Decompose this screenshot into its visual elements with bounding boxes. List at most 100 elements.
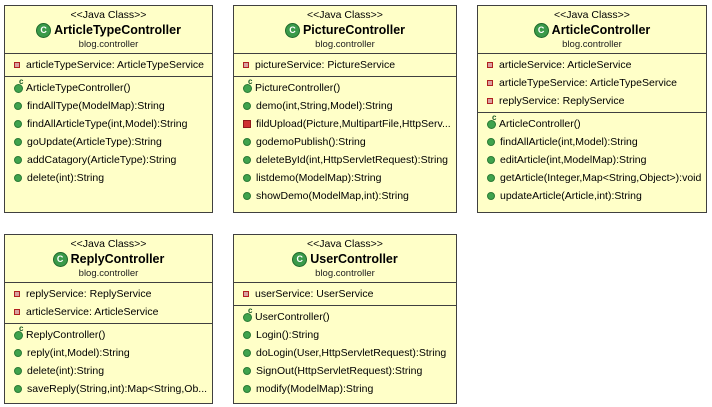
public-method-icon: [14, 349, 22, 358]
method-row[interactable]: doLogin(User,HttpServletRequest):String: [234, 344, 456, 362]
class-name[interactable]: ArticleController: [551, 23, 651, 37]
stereotype-label: <<Java Class>>: [307, 9, 383, 21]
method-row[interactable]: showDemo(ModelMap,int):String: [234, 187, 456, 205]
method-label: findAllArticleType(int,Model):String: [27, 118, 188, 131]
constructor-icon: [487, 114, 496, 129]
private-field-icon: [487, 80, 493, 87]
constructor-label: UserController(): [255, 311, 330, 324]
constructor-row[interactable]: UserController(): [234, 307, 456, 326]
method-row[interactable]: delete(int):String: [5, 362, 212, 380]
method-label: saveReply(String,int):Map<String,Ob...: [27, 383, 208, 396]
method-label: deleteById(int,HttpServletRequest):Strin…: [256, 154, 449, 167]
methods-section: UserController() Login():String doLogin(Us…: [234, 306, 456, 400]
public-method-icon: [14, 138, 22, 147]
method-row[interactable]: modify(ModelMap):String: [234, 380, 456, 398]
method-label: getArticle(Integer,Map<String,Object>):v…: [500, 172, 702, 185]
method-label: editArticle(int,ModelMap):String: [500, 154, 647, 167]
field-row[interactable]: articleTypeService: ArticleTypeService: [478, 74, 706, 92]
class-icon: C: [533, 22, 549, 38]
private-field-icon: [14, 309, 20, 316]
package-label: blog.controller: [315, 268, 375, 279]
field-label: pictureService: PictureService: [255, 59, 396, 72]
public-method-icon: [243, 367, 251, 376]
method-row[interactable]: editArticle(int,ModelMap):String: [478, 151, 706, 169]
public-method-icon: [243, 192, 251, 201]
package-label: blog.controller: [78, 39, 139, 50]
class-name[interactable]: UserController: [310, 252, 398, 266]
method-row[interactable]: godemoPublish():String: [234, 133, 456, 151]
constructor-label: PictureController(): [255, 82, 341, 95]
method-row[interactable]: findAllType(ModelMap):String: [5, 97, 212, 115]
private-method-icon: [243, 120, 251, 129]
method-row[interactable]: goUpdate(ArticleType):String: [5, 133, 212, 151]
package-label: blog.controller: [315, 39, 375, 50]
constructor-row[interactable]: PictureController(): [234, 78, 456, 97]
method-row[interactable]: fildUpload(Picture,MultipartFile,HttpSer…: [234, 115, 456, 133]
stereotype-label: <<Java Class>>: [70, 9, 147, 21]
field-row[interactable]: replyService: ReplyService: [5, 285, 212, 303]
method-row[interactable]: findAllArticle(int,Model):String: [478, 133, 706, 151]
field-row[interactable]: replyService: ReplyService: [478, 92, 706, 110]
class-name[interactable]: ReplyController: [70, 252, 165, 266]
field-row[interactable]: articleService: ArticleService: [478, 56, 706, 74]
constructor-label: ArticleController(): [499, 118, 581, 131]
method-label: demo(int,String,Model):String: [256, 100, 393, 113]
method-row[interactable]: findAllArticleType(int,Model):String: [5, 115, 212, 133]
constructor-label: ReplyController(): [26, 329, 106, 342]
method-row[interactable]: listdemo(ModelMap):String: [234, 169, 456, 187]
method-row[interactable]: Login():String: [234, 326, 456, 344]
constructor-row[interactable]: ArticleController(): [478, 114, 706, 133]
field-label: replyService: ReplyService: [499, 95, 625, 108]
constructor-label: ArticleTypeController(): [26, 82, 131, 95]
method-row[interactable]: reply(int,Model):String: [5, 344, 212, 362]
method-row[interactable]: deleteById(int,HttpServletRequest):Strin…: [234, 151, 456, 169]
method-row[interactable]: SignOut(HttpServletRequest):String: [234, 362, 456, 380]
field-label: articleService: ArticleService: [499, 59, 632, 72]
private-field-icon: [487, 98, 493, 105]
method-row[interactable]: addCatagory(ArticleType):String: [5, 151, 212, 169]
method-row[interactable]: saveReply(String,int):Map<String,Ob...: [5, 380, 212, 398]
constructor-icon: [243, 78, 252, 93]
method-label: updateArticle(Article,int):String: [500, 190, 642, 203]
field-row[interactable]: userService: UserService: [234, 285, 456, 303]
fields-section: pictureService: PictureService: [234, 54, 456, 77]
constructor-icon: [243, 307, 252, 322]
method-row[interactable]: updateArticle(Article,int):String: [478, 187, 706, 205]
constructor-row[interactable]: ReplyController(): [5, 325, 212, 344]
constructor-row[interactable]: ArticleTypeController(): [5, 78, 212, 97]
field-row[interactable]: articleService: ArticleService: [5, 303, 212, 321]
field-row[interactable]: pictureService: PictureService: [234, 56, 456, 74]
methods-section: PictureController() demo(int,String,Model…: [234, 77, 456, 207]
private-field-icon: [14, 62, 20, 69]
public-method-icon: [487, 192, 495, 201]
field-label: userService: UserService: [255, 288, 374, 301]
public-method-icon: [14, 120, 22, 129]
method-label: modify(ModelMap):String: [256, 383, 374, 396]
class-name[interactable]: PictureController: [302, 23, 406, 37]
public-method-icon: [14, 102, 22, 111]
field-row[interactable]: articleTypeService: ArticleTypeService: [5, 56, 212, 74]
public-method-icon: [14, 156, 22, 165]
public-method-icon: [487, 174, 495, 183]
public-method-icon: [487, 156, 495, 165]
method-label: Login():String: [256, 329, 320, 342]
method-row[interactable]: demo(int,String,Model):String: [234, 97, 456, 115]
constructor-icon: [14, 325, 23, 340]
method-row[interactable]: getArticle(Integer,Map<String,Object>):v…: [478, 169, 706, 187]
class-name[interactable]: ArticleTypeController: [54, 23, 181, 37]
class-icon: C: [292, 251, 308, 267]
method-label: goUpdate(ArticleType):String: [27, 136, 162, 149]
fields-section: articleTypeService: ArticleTypeService: [5, 54, 212, 77]
public-method-icon: [243, 174, 251, 183]
method-row[interactable]: delete(int):String: [5, 169, 212, 187]
